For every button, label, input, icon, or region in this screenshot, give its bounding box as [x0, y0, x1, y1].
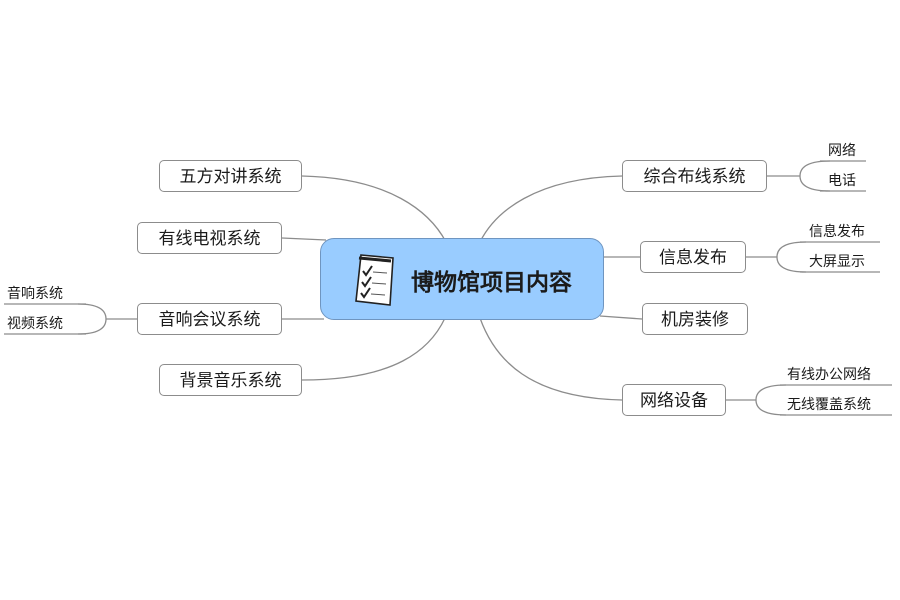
topic-xinxi-fabu[interactable]: 信息发布 [640, 241, 746, 273]
topic-jifang-zhuangxiu[interactable]: 机房装修 [642, 303, 748, 335]
checklist-icon [355, 254, 394, 306]
sub-connector-zonghe [767, 160, 831, 192]
sub-connector-xinxi [746, 241, 807, 273]
central-topic[interactable]: 博物馆项目内容 [320, 238, 604, 320]
sub-connector-yinxiang [77, 303, 137, 335]
subtopic-youxian-bangong-wangluo[interactable]: 有线办公网络 [787, 367, 871, 383]
subtopic-xinxi-fabu[interactable]: 信息发布 [809, 224, 865, 240]
subtopic-yinxiang-xitong[interactable]: 音响系统 [7, 286, 63, 302]
central-topic-label: 博物馆项目内容 [411, 269, 572, 296]
sub-connector-wangluo [726, 384, 787, 416]
subtopic-wangluo[interactable]: 网络 [828, 143, 856, 159]
subtopic-daping-xianshi[interactable]: 大屏显示 [809, 254, 865, 270]
subtopic-wuxian-fugai[interactable]: 无线覆盖系统 [787, 397, 871, 413]
branch-line-wufang [301, 175, 447, 243]
subtopic-shipin-xitong[interactable]: 视频系统 [7, 316, 63, 332]
topic-youxian-dianshi[interactable]: 有线电视系统 [137, 222, 282, 254]
branch-line-youxian [281, 237, 327, 241]
topic-beijing-yinyue[interactable]: 背景音乐系统 [159, 364, 302, 396]
branch-line-beijing [301, 317, 446, 381]
branch-line-wangluo [479, 317, 623, 401]
branch-line-zonghe [479, 175, 623, 243]
topic-yinxiang-huiyi[interactable]: 音响会议系统 [137, 303, 282, 335]
topic-wangluo-shebei[interactable]: 网络设备 [622, 384, 726, 416]
topic-zonghe-buxian[interactable]: 综合布线系统 [622, 160, 767, 192]
topic-wufang-duijiang[interactable]: 五方对讲系统 [159, 160, 302, 192]
branch-line-jifang [599, 315, 643, 320]
subtopic-dianhua[interactable]: 电话 [828, 173, 856, 189]
